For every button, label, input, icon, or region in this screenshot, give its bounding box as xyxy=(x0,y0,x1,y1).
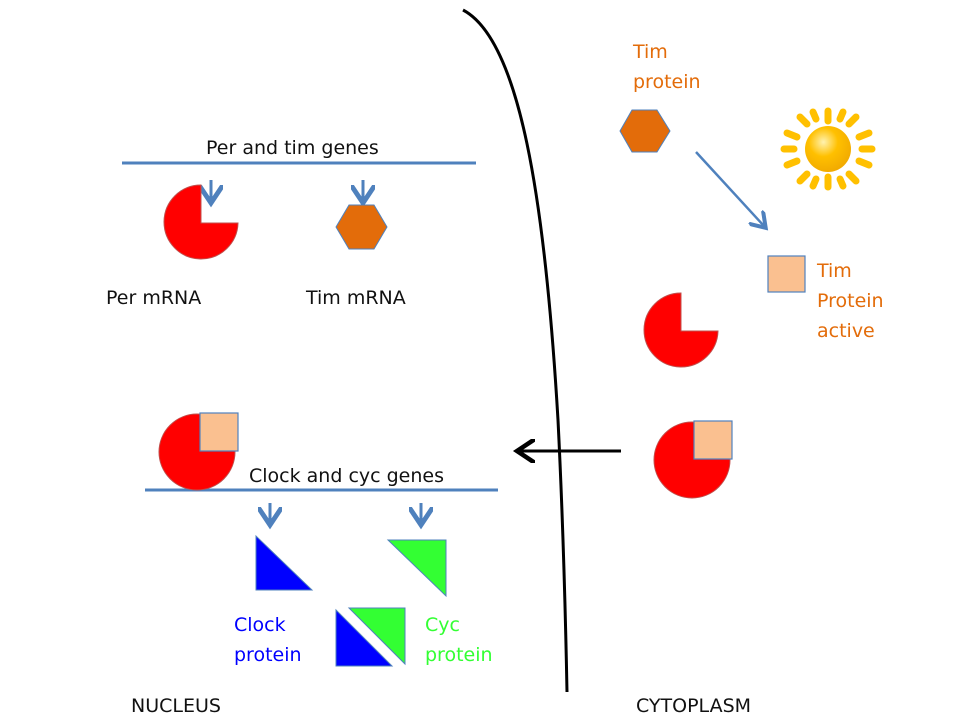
per-mrna-label: Per mRNA xyxy=(106,287,202,309)
activation-arrow xyxy=(695,151,764,226)
tim-protein-shape xyxy=(619,109,671,153)
tim-protein-active-shape xyxy=(767,255,806,293)
tim-protein-label: Tim protein xyxy=(633,41,701,93)
cyc-protein-label: Cyc protein xyxy=(425,614,493,666)
nucleus-label: NUCLEUS xyxy=(131,695,221,717)
tim-mrna-label: Tim mRNA xyxy=(306,287,406,309)
cyc-protein-shape xyxy=(386,539,447,598)
nucleus-per-tim-complex xyxy=(158,412,239,491)
sun-icon xyxy=(780,107,876,191)
nuclear-membrane xyxy=(462,8,569,693)
tim-mrna-shape xyxy=(335,204,388,250)
cytoplasm-per-tim-complex xyxy=(653,420,733,499)
cytoplasm-label: CYTOPLASM xyxy=(636,695,752,717)
cytoplasm-per-shape xyxy=(643,292,719,368)
clock-protein-label: Clock protein xyxy=(234,614,302,666)
tim-protein-active-label: Tim Protein active xyxy=(817,260,884,342)
clock-protein-shape xyxy=(255,534,314,591)
per-mrna-shape xyxy=(163,184,239,260)
clock-cyc-genes-label: Clock and cyc genes xyxy=(249,465,445,487)
clock-cyc-dimer xyxy=(335,607,406,667)
per-tim-genes-label: Per and tim genes xyxy=(206,137,379,159)
